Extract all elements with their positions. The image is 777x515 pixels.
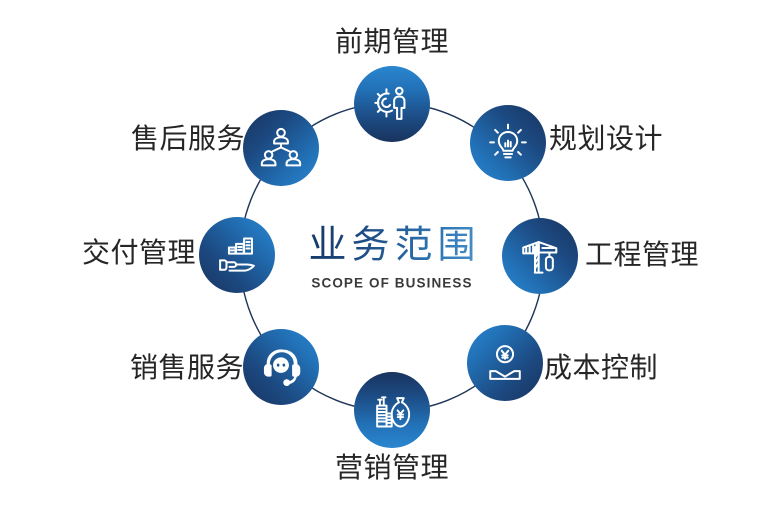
node-marketing-management[interactable] (354, 372, 430, 448)
headset-support-icon (258, 344, 304, 390)
buildings-money-bag-icon (369, 387, 415, 433)
node-label-cost-control: 成本控制 (544, 351, 659, 384)
page-subtitle: SCOPE OF BUSINESS (311, 275, 473, 291)
node-label-planning-design: 规划设计 (549, 122, 664, 155)
org-chart-team-icon (258, 125, 304, 171)
center-title-block: 业务范围 SCOPE OF BUSINESS (277, 225, 507, 291)
node-label-engineering-management: 工程管理 (585, 238, 700, 271)
node-label-marketing-management: 营销管理 (334, 451, 450, 484)
gear-person-icon (369, 81, 415, 127)
node-preliminary-management[interactable] (354, 66, 430, 142)
node-sales-service[interactable] (243, 329, 319, 405)
lightbulb-idea-icon (485, 120, 531, 166)
node-label-delivery-management: 交付管理 (81, 236, 196, 269)
page-title: 业务范围 (277, 225, 507, 266)
node-label-preliminary-management: 前期管理 (334, 25, 450, 58)
crane-icon (517, 233, 563, 279)
node-after-sales-service[interactable] (243, 110, 319, 186)
node-label-sales-service: 销售服务 (129, 351, 244, 384)
hand-buildings-icon (214, 232, 260, 278)
node-label-after-sales-service: 售后服务 (130, 122, 245, 155)
node-delivery-management[interactable] (199, 217, 275, 293)
node-engineering-management[interactable] (502, 218, 578, 294)
node-cost-control[interactable] (467, 325, 543, 401)
person-yen-icon (482, 340, 528, 386)
node-planning-design[interactable] (470, 105, 546, 181)
